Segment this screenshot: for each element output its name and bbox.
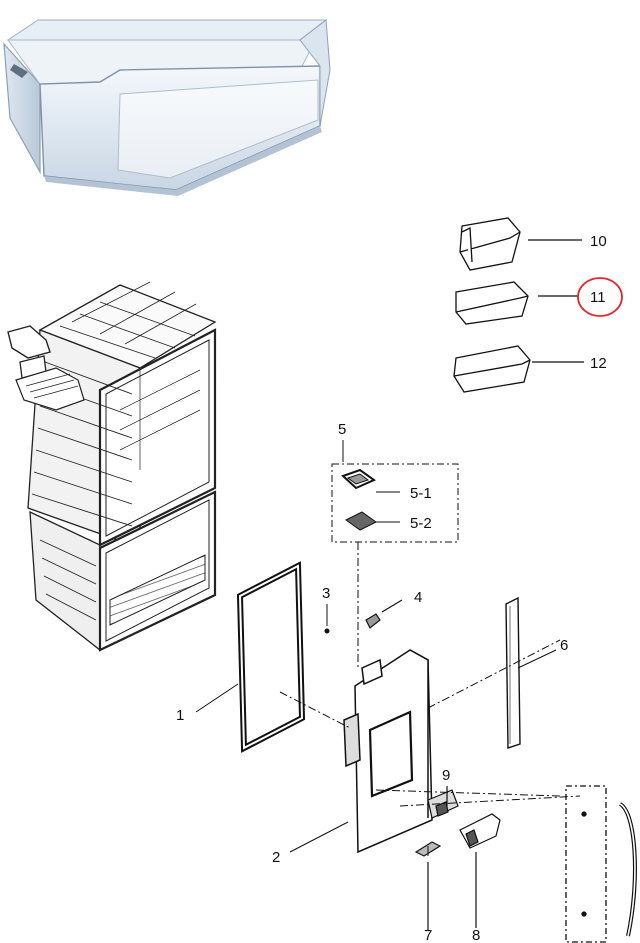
callout-5-1: 5-1 [410,485,432,502]
door-bin-photo [3,19,331,196]
part-6-side-trim [505,596,557,749]
part-11-bin [455,277,623,325]
part-9-switch [427,786,459,819]
callout-5: 5 [338,421,346,438]
refrigerator-cabinet [7,281,217,652]
part-10-bin [459,217,582,271]
highlight-circle [577,277,623,317]
callout-1: 1 [176,707,184,724]
callout-4: 4 [414,589,422,606]
part-1-door-gasket [236,561,306,753]
part-4-clip [365,599,403,629]
part-8-lever [459,813,501,928]
part-2-door-panel [343,649,433,854]
part-3-screw [324,604,330,634]
leader-lines [195,683,429,856]
callout-8: 8 [472,927,480,943]
part-5-group [331,440,459,668]
part-12-bin [453,345,584,393]
callout-6: 6 [560,637,568,654]
callout-3: 3 [322,585,330,602]
callout-9: 9 [442,767,450,784]
callout-5-2: 5-2 [410,515,432,532]
callout-11: 11 [590,289,606,306]
callout-12: 12 [590,355,607,372]
handle-assembly [565,785,637,943]
assembly-lines [279,639,581,807]
callout-10: 10 [590,233,607,250]
callout-labels: 1 2 3 4 5 5-1 5-2 6 7 8 9 10 11 12 [176,233,607,943]
callout-2: 2 [272,849,280,866]
callout-7: 7 [424,927,432,943]
